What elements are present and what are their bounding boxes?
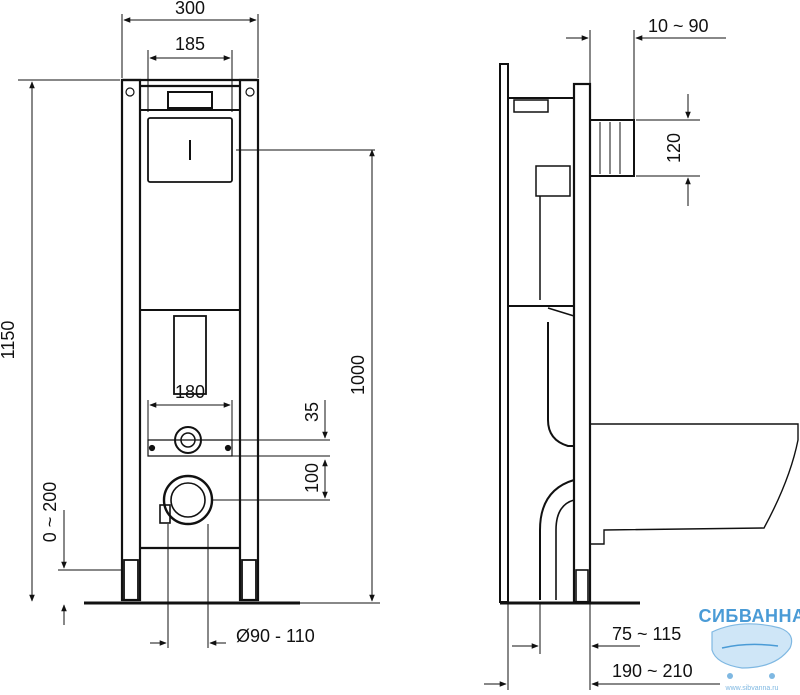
supply-connector: [589, 119, 635, 177]
dim-cistern-width: 185: [175, 34, 205, 54]
wall: [499, 63, 509, 603]
front-dimension-lines: [18, 14, 380, 646]
side-cistern: [507, 97, 575, 307]
foot-left: [123, 559, 139, 601]
dim-frame-width: 300: [175, 0, 205, 18]
side-frame: [572, 82, 592, 604]
front-view: [84, 78, 375, 648]
flush-connector: [174, 426, 202, 454]
supply-fitting: [167, 91, 213, 109]
mount-hole-right: [245, 87, 255, 97]
flush-pipe: [173, 315, 207, 395]
side-dimension-lines: [484, 30, 726, 690]
flush-plate-opening: [147, 117, 233, 183]
dim-bolt-offset: 35: [302, 402, 322, 422]
dim-total-depth: 190 ~ 210: [612, 661, 693, 681]
toilet-bowl: [590, 423, 799, 545]
foot-right: [241, 559, 257, 601]
dim-foot-adjust: 0 ~ 200: [40, 482, 60, 543]
dimension-labels: 300 185 180 1150 1000 35 100 0 ~ 200 Ø90…: [0, 0, 709, 681]
mount-hole-left: [125, 87, 135, 97]
drain-bend: [539, 479, 575, 600]
bathtub-icon: [711, 623, 793, 669]
dim-frame-height: 1000: [348, 355, 368, 395]
dim-frame-depth: 75 ~ 115: [612, 624, 681, 644]
dim-bolt-spacing: 180: [175, 382, 205, 402]
side-view: [499, 63, 799, 605]
logo-url-text: www.sibvanna.ru: [725, 685, 779, 692]
cistern: [139, 109, 241, 311]
dim-drain-diameter: Ø90 - 110: [236, 626, 315, 646]
dim-wall-gap: 10 ~ 90: [648, 16, 709, 36]
dim-supply-height: 120: [664, 133, 684, 163]
brand-logo: СИБВАННА www.sibvanna.ru: [699, 606, 800, 692]
logo-brand-text: СИБВАННА: [699, 606, 800, 626]
dim-total-height: 1150: [0, 321, 18, 360]
dim-drain-offset: 100: [302, 463, 322, 493]
